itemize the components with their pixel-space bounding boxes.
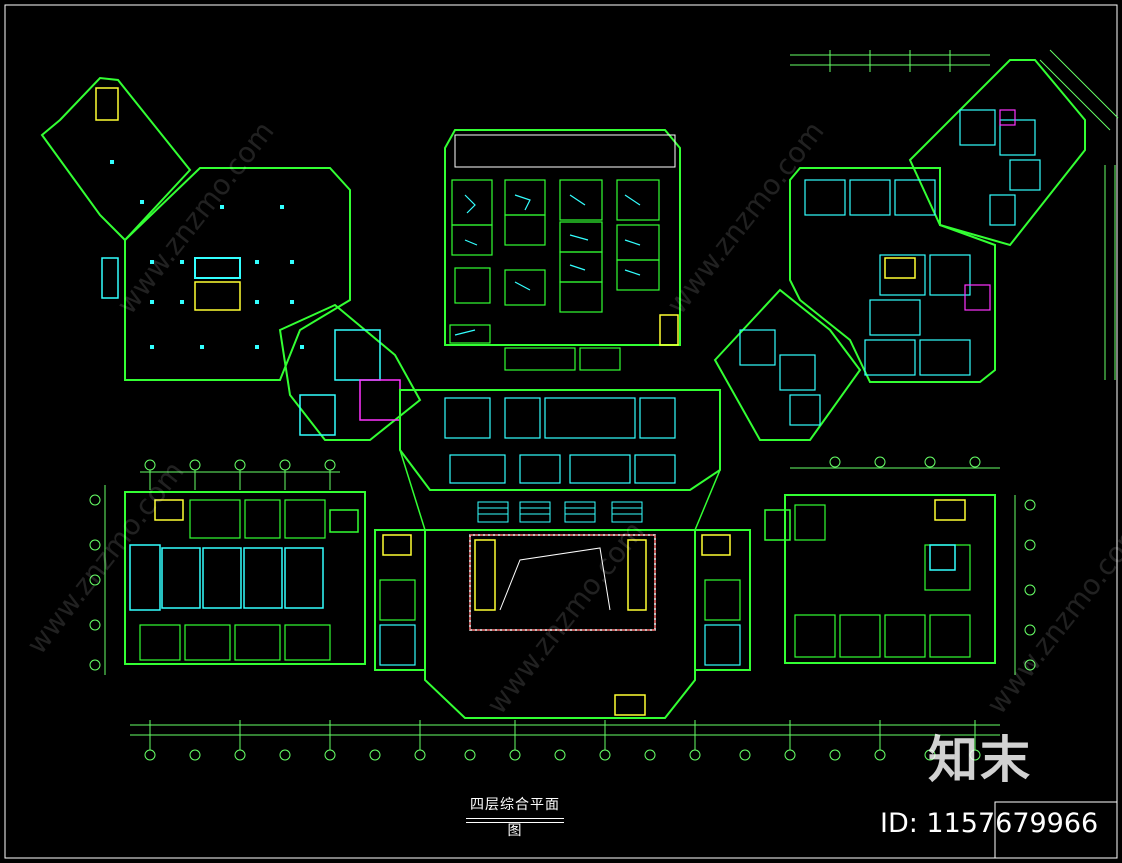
dimension-lines [104, 54, 1116, 736]
central-tower-fixtures [454, 194, 641, 336]
southeast-block [784, 494, 996, 664]
image-id-watermark: ID: 1157679966 [880, 808, 1099, 839]
title-underline [466, 818, 564, 819]
southeast-rooms [794, 504, 971, 658]
central-tower-rooms [449, 179, 660, 371]
drawing-title: 四层综合平面图 [470, 797, 560, 839]
southeast-room-accent [929, 544, 956, 571]
northwest-core [194, 281, 241, 311]
title-underline [466, 822, 564, 823]
southwest-rooms-upper [139, 499, 331, 661]
atrium-side-rooms [379, 579, 741, 666]
northwest-stair-2 [95, 87, 119, 121]
title-block [994, 801, 1118, 859]
central-tower-stair [659, 314, 679, 346]
southwest-block [124, 491, 366, 665]
axis-ticks [149, 50, 976, 750]
axis-markers [89, 456, 1036, 761]
drawing-frame [4, 4, 1118, 859]
northeast-wing-rooms [739, 109, 1041, 426]
northwest-stair [194, 257, 241, 279]
central-tower-top-rooms [454, 134, 676, 168]
auditorium-outline [469, 534, 656, 631]
northeast-wing [713, 59, 1086, 441]
brand-watermark-logo: 知末 [928, 731, 1032, 789]
southwest-rooms [129, 544, 324, 611]
northeast-wing-accents [964, 109, 1016, 311]
auditorium-floor-line [499, 547, 611, 611]
lower-connectors [329, 449, 791, 541]
central-tower [444, 129, 681, 346]
northeast-stair [884, 257, 916, 279]
southwest-stair [154, 499, 184, 521]
diagonal-dimension [1039, 49, 1119, 131]
auditorium-right-stair [627, 539, 647, 611]
central-band-rooms [444, 397, 676, 484]
auditorium-seating [477, 501, 643, 523]
northwest-side-stair [101, 257, 119, 299]
northwest-wing-columns [110, 160, 304, 349]
atrium-side-stairs [382, 534, 731, 716]
auditorium-left-stair [474, 539, 496, 611]
southeast-stair [934, 499, 966, 521]
